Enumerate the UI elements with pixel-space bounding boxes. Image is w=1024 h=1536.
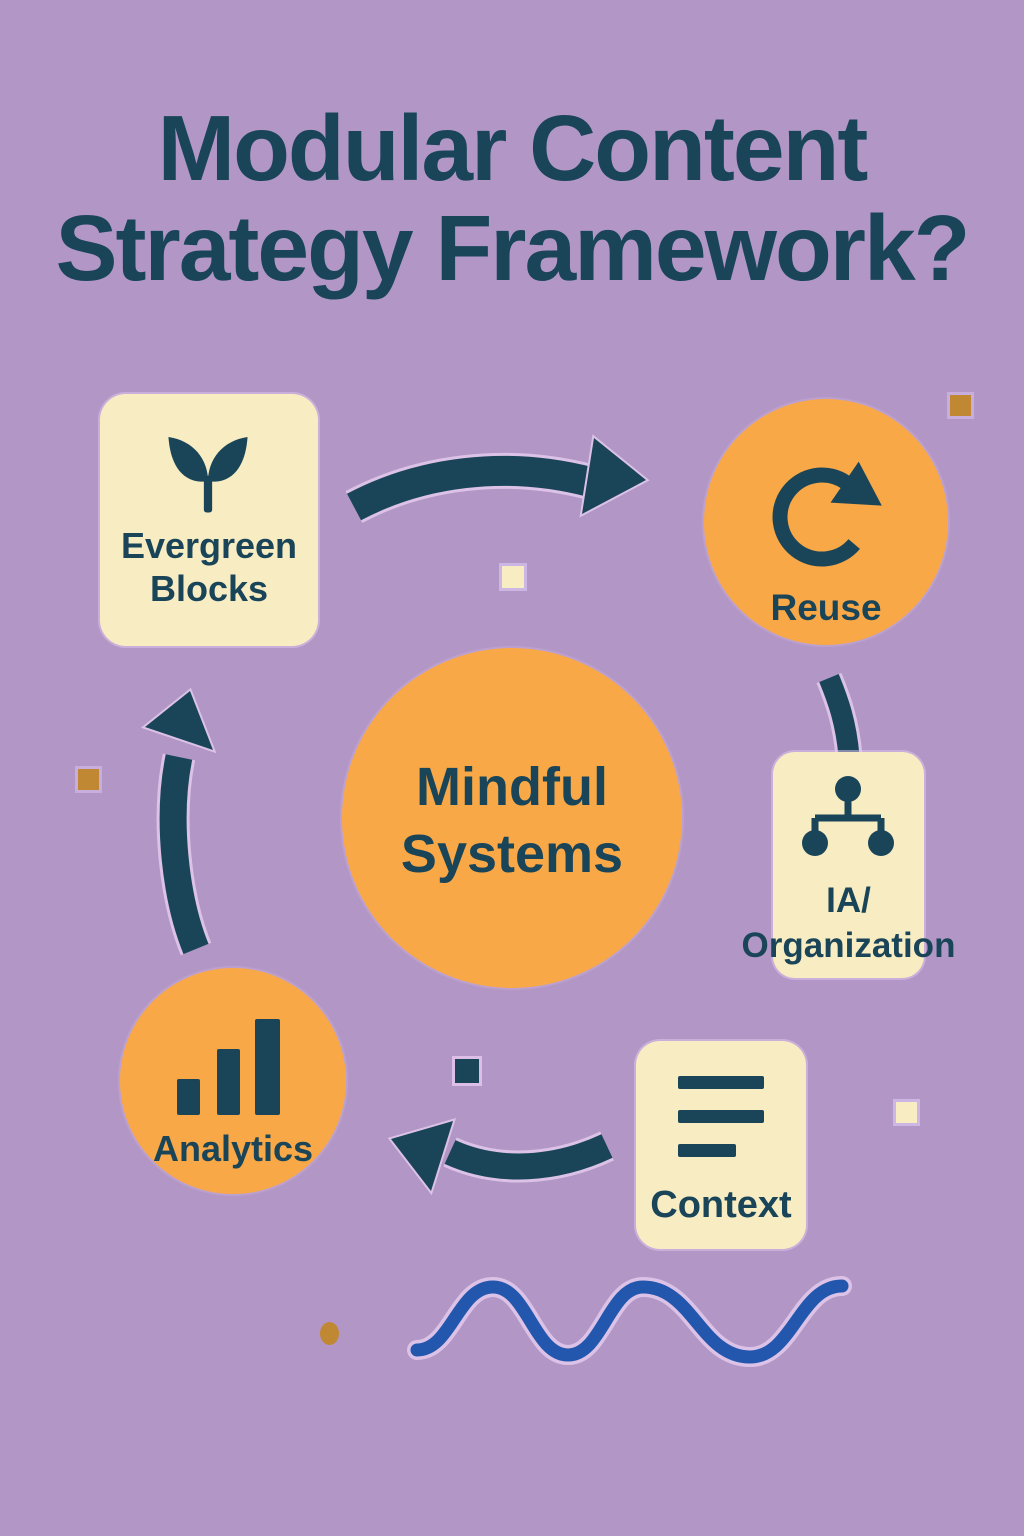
decor-square-teal-1 (455, 1059, 479, 1083)
decor-square-ochre-2 (78, 769, 99, 790)
node-analytics-label: Analytics (152, 1128, 314, 1169)
node-evergreen-label-line1: Evergreen (120, 525, 298, 566)
arrow-evergreen-to-reuse (345, 434, 650, 524)
decor-dot-ochre (320, 1322, 339, 1345)
center-hub-mindful-systems: Mindful Systems (342, 648, 682, 988)
sprout-icon (168, 437, 248, 513)
page-title-line1: Modular Content (157, 96, 869, 200)
page-title: Modular Content Strategy Framework? (0, 98, 1024, 298)
arrow-reuse-to-ia (816, 672, 863, 758)
node-ia-organization: IA/ Organization (742, 752, 955, 978)
refresh-icon (772, 461, 882, 567)
decor-square-ochre-1 (950, 395, 971, 416)
node-reuse: Reuse (704, 399, 948, 645)
arrow-context-to-analytics (387, 1118, 614, 1196)
node-analytics: Analytics (120, 968, 346, 1194)
node-evergreen-label: Evergreen Blocks (121, 524, 297, 610)
center-hub-label: Mindful Systems (401, 754, 623, 888)
center-hub-label-line2: Systems (400, 824, 624, 884)
page-title-line2: Strategy Framework? (55, 196, 971, 300)
hierarchy-icon (802, 776, 894, 856)
decor-wave (407, 1276, 852, 1368)
text-lines-icon (678, 1076, 764, 1157)
center-hub-label-line1: Mindful (416, 757, 608, 817)
node-reuse-label: Reuse (770, 587, 882, 628)
node-ia-label: IA/ Organization (742, 878, 956, 968)
node-context-label: Context (650, 1184, 792, 1226)
node-ia-label-line1: IA/ (826, 881, 871, 920)
decor-square-cream-2 (896, 1102, 917, 1123)
bar-chart-icon (177, 1019, 280, 1115)
decor-square-cream-1 (502, 566, 524, 588)
arrow-analytics-to-evergreen (140, 687, 217, 956)
node-evergreen-blocks: Evergreen Blocks (100, 394, 318, 646)
node-ia-label-line2: Organization (741, 926, 956, 965)
node-context: Context (636, 1041, 806, 1249)
node-evergreen-label-line2: Blocks (149, 568, 269, 609)
